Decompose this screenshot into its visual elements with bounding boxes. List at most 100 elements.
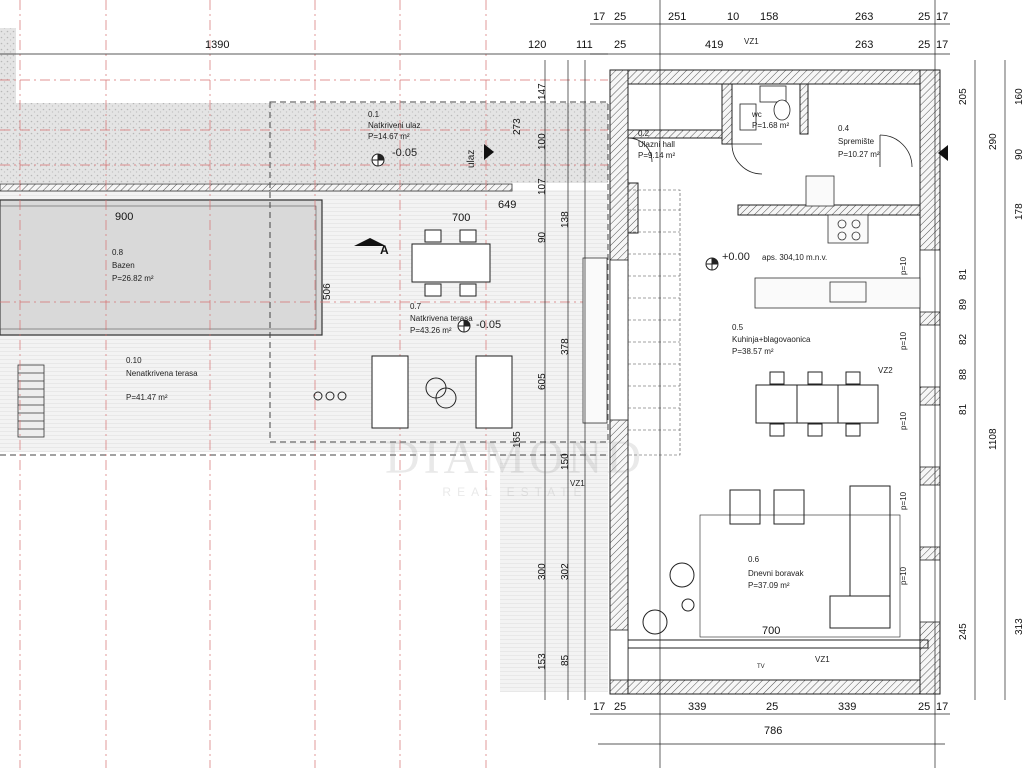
dim-bottom-1: 25 [614, 701, 626, 713]
dim-top-1-3: 10 [727, 11, 739, 23]
dim-top-2-5: 263 [855, 39, 873, 51]
dim-left-0: 147 [537, 83, 548, 100]
room-name-0-7: Natkrivena terasa [410, 314, 473, 323]
dim-left-11: 150 [560, 453, 571, 470]
room-id-0-6: 0.6 [748, 555, 760, 564]
dim-left-5: 90 [537, 231, 548, 243]
dim-top-1-2: 251 [668, 11, 686, 23]
room-name-0-10: Nenatkrivena terasa [126, 369, 198, 378]
dim-right-total: 1108 [988, 428, 999, 450]
dim-right-inner-5: 81 [958, 403, 969, 415]
dim-left-15: 153 [537, 653, 548, 670]
dim-right-inner-1: 81 [958, 268, 969, 280]
vz1-label-top: VZ1 [744, 37, 759, 46]
room-area-0-8: P=26.82 m² [112, 274, 154, 283]
room-area-0-1: P=14.67 m² [368, 132, 410, 141]
level-floor: +0.00 [722, 251, 750, 263]
terrace-side-stools [313, 391, 347, 401]
gravel-strip-left [0, 28, 16, 103]
level-marker-fill-2 [464, 320, 470, 326]
dining-set-kitchen [755, 371, 879, 437]
dim-top-2-7: 17 [936, 39, 948, 51]
dim-top-2-6: 25 [918, 39, 930, 51]
pool [0, 199, 323, 336]
room-id-0-10: 0.10 [126, 356, 142, 365]
entry-arrow-icon [484, 144, 494, 160]
section-label: A [380, 243, 389, 257]
dim-left-4: 138 [560, 211, 571, 228]
room-name-0-6: Dnevni boravak [748, 569, 805, 578]
kitchen-counters [582, 175, 921, 424]
dim-left-13: 300 [537, 563, 548, 580]
level-marker-fill-1 [378, 154, 384, 160]
dim-top-1-5: 263 [855, 11, 873, 23]
room-id-0-8: 0.8 [112, 248, 124, 257]
vz1-label-bottom: VZ1 [815, 655, 830, 664]
dim-left-2: 100 [537, 133, 548, 150]
dim-left-7: 378 [560, 338, 571, 355]
dim-left-14: 302 [560, 563, 571, 580]
dim-top-2-1: 120 [528, 39, 546, 51]
dim-top-1-4: 158 [760, 11, 778, 23]
level-marker-fill-3 [712, 258, 718, 264]
room-id-0-1: 0.1 [368, 110, 380, 119]
dim-top-2-0: 1390 [205, 39, 229, 51]
dim-bottom-5: 25 [918, 701, 930, 713]
dim-top-2-2: 111 [576, 39, 593, 51]
dim-right-outer-3: 178 [1014, 203, 1024, 220]
dim-right-outer-1: 290 [988, 133, 999, 150]
level-terrace: -0.05 [476, 319, 501, 331]
dim-left-16: 85 [560, 654, 571, 666]
pool-inner-edge [0, 205, 317, 330]
staircase [627, 189, 681, 456]
covered-terrace-outline [269, 101, 609, 443]
dim-pool-width: 900 [115, 211, 133, 223]
room-area-0-5: P=38.57 m² [732, 347, 774, 356]
level-floor-note: aps. 304,10 m.n.v. [762, 253, 827, 262]
section-arrow-icon [354, 238, 386, 246]
dim-right-inner-2: 89 [958, 298, 969, 310]
room-id-0-5: 0.5 [732, 323, 744, 332]
dim-top-2-3: 25 [614, 39, 626, 51]
wc-fixtures [739, 85, 791, 131]
dim-bottom-3: 25 [766, 701, 778, 713]
room-area-0-7: P=43.26 m² [410, 326, 452, 335]
terrace-deck-lower [500, 452, 608, 692]
dim-living-700: 700 [762, 625, 780, 637]
room-area-0-10: P=41.47 m² [126, 393, 168, 402]
room-name-0-3: wc [751, 110, 762, 119]
vz2-label: VZ2 [878, 366, 893, 375]
gravel-area-top [0, 103, 608, 183]
room-name-0-1: Natkriveni ulaz [368, 121, 420, 130]
room-name-0-4: Spremište [838, 137, 875, 146]
window-p10-5: p=10 [899, 566, 908, 585]
dim-right-outer-0: 160 [1014, 88, 1024, 105]
dim-right-inner-6: 245 [958, 623, 969, 640]
lounge-set-terrace [371, 355, 513, 429]
room-area-0-6: P=37.09 m² [748, 581, 790, 590]
window-p10-4: p=10 [899, 491, 908, 510]
room-id-0-4: 0.4 [838, 124, 850, 133]
window-p10-2: p=10 [899, 331, 908, 350]
door-swings [627, 134, 913, 175]
dim-bottom-total: 786 [764, 725, 782, 737]
dim-bottom-6: 17 [936, 701, 948, 713]
dim-bottom-0: 17 [593, 701, 605, 713]
pergola-beam [0, 183, 513, 192]
level-entrance: -0.05 [392, 147, 417, 159]
dim-left-3: 107 [537, 178, 548, 195]
room-area-0-2: P=9.14 m² [638, 151, 675, 160]
dim-top-1-6: 25 [918, 11, 930, 23]
dim-left-8: 605 [537, 373, 548, 390]
dim-top-1-7: 17 [936, 11, 948, 23]
dim-right-inner-0: 205 [958, 88, 969, 105]
tv-label: TV [757, 664, 765, 670]
room-area-0-3: P=1.68 m² [752, 121, 789, 130]
dim-top-1-1: 25 [614, 11, 626, 23]
dim-left-9: 165 [512, 431, 523, 448]
dim-pool-506: 506 [322, 283, 333, 300]
dining-set-terrace [411, 229, 491, 297]
window-p10-3: p=10 [899, 411, 908, 430]
